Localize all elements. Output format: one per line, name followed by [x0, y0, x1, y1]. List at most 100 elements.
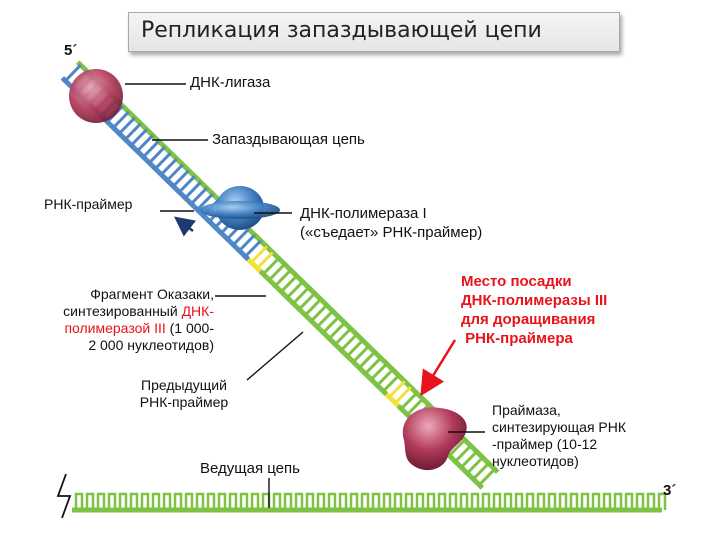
leading-base	[602, 492, 612, 510]
leading-base	[96, 492, 106, 510]
three-prime-end-label: 3´	[663, 482, 677, 499]
okazaki-line-3: полимеразой III (1 000-	[10, 320, 214, 337]
base-pair-rung	[346, 339, 364, 358]
primase-label: Праймаза, синтезирующая РНК -праймер (10…	[492, 402, 626, 470]
base-pair-rung	[160, 157, 178, 176]
leading-base	[481, 492, 491, 510]
okazaki-highlight: ДНК-	[181, 303, 214, 319]
base-pair-rung	[304, 298, 322, 317]
leading-base	[316, 492, 326, 510]
okazaki-highlight-2: полимеразой III	[64, 320, 166, 336]
base-pair-rung	[172, 169, 190, 188]
base-pair-rung	[448, 438, 466, 457]
leading-base	[404, 492, 414, 510]
base-pair-rung	[466, 456, 484, 475]
base-pair-rung	[244, 239, 262, 258]
leading-base	[448, 492, 458, 510]
template-backbone-segment	[471, 446, 482, 457]
leading-base	[250, 492, 260, 510]
base-pair-rung	[286, 280, 304, 299]
leading-base	[657, 492, 667, 510]
lagging-backbone-segment	[144, 158, 155, 168]
template-backbone-segment	[387, 364, 398, 375]
five-prime-end-label: 5´	[64, 42, 78, 59]
primase-line-3: -праймер (10-12	[492, 436, 598, 452]
leading-base	[525, 492, 535, 510]
primase-line-1: Праймаза,	[492, 402, 561, 418]
leading-base	[437, 492, 447, 510]
base-pair-rung	[136, 134, 154, 153]
base-pair-rung	[232, 228, 250, 246]
base-pair-rung	[478, 468, 496, 486]
base-pair-rung	[352, 345, 370, 363]
pol3-site-line-1: Место посадки	[461, 273, 572, 290]
leading-base	[393, 492, 403, 510]
leading-base	[569, 492, 579, 510]
base-pair-rung	[340, 333, 358, 352]
base-pair-rung	[130, 128, 148, 147]
leading-base	[118, 492, 128, 510]
leading-base	[239, 492, 249, 510]
leading-base	[360, 492, 370, 510]
base-pair-rung	[196, 192, 214, 211]
leading-base	[558, 492, 568, 510]
leading-base	[305, 492, 315, 510]
leading-base	[338, 492, 348, 510]
template-backbone-segment	[153, 136, 164, 146]
leading-base	[107, 492, 117, 510]
leading-base	[426, 492, 436, 510]
lagging-backbone-segment	[288, 298, 299, 309]
leading-base	[646, 492, 656, 510]
base-pair-rung	[388, 380, 406, 399]
lagging-backbone-segment	[330, 339, 341, 350]
leading-base	[382, 492, 392, 510]
base-pair-rung	[328, 321, 346, 340]
previous-primer-label: Предыдущий РНК-праймер	[122, 377, 246, 411]
primase-line-2: синтезирующая РНК	[492, 419, 627, 435]
leading-base	[492, 492, 502, 510]
lagging-backbone-segment	[246, 257, 257, 268]
primer-removal-arrow	[174, 216, 196, 237]
base-pair-rung	[472, 462, 490, 481]
base-pair-rung	[256, 251, 274, 270]
leading-base	[294, 492, 304, 510]
lagging-strand-label: Запаздывающая цепь	[212, 131, 365, 148]
lagging-backbone-segment	[456, 462, 467, 473]
pol3-site-line-2: ДНК-полимеразы III	[461, 292, 608, 309]
leading-base	[228, 492, 238, 510]
leading-base	[140, 492, 150, 510]
pol3-site-label: Место посадки ДНК-полимеразы III для дор…	[461, 272, 607, 348]
leading-base	[184, 492, 194, 510]
leading-base	[173, 492, 183, 510]
okazaki-line-4: 2 000 нуклеотидов)	[88, 337, 214, 353]
base-pair-rung	[112, 110, 130, 129]
base-pair-rung	[190, 187, 208, 205]
base-pair-rung	[394, 386, 412, 404]
pol3-site-arrow	[420, 339, 457, 397]
lagging-backbone-segment	[372, 380, 383, 391]
polymerase-1-label: ДНК-полимераза I («съедает» РНК-праймер)	[300, 204, 482, 242]
template-backbone-segment	[195, 177, 206, 187]
leading-strand-ladder	[72, 492, 667, 513]
base-pair-rung	[460, 450, 478, 469]
okazaki-line-3-text: полимеразой III (1 000-	[64, 320, 214, 336]
pol3-site-line-4: РНК-праймера	[461, 330, 573, 347]
okazaki-line-2: синтезированный ДНК-	[10, 303, 214, 320]
okazaki-line-2-text: синтезированный ДНК-	[63, 303, 214, 319]
strand-break-icon	[56, 473, 72, 519]
base-pair-rung	[238, 233, 256, 252]
base-pair-rung	[166, 163, 184, 182]
base-pair-rung	[334, 327, 352, 346]
okazaki-line-1: Фрагмент Оказаки,	[90, 286, 214, 302]
leading-base	[371, 492, 381, 510]
base-pair-rung	[268, 263, 286, 281]
leading-base	[85, 492, 95, 510]
leading-base	[327, 492, 337, 510]
leading-base	[547, 492, 557, 510]
template-backbone-segment	[345, 323, 356, 334]
base-pair-rung	[316, 310, 334, 328]
leading-base	[613, 492, 623, 510]
leading-base	[283, 492, 293, 510]
